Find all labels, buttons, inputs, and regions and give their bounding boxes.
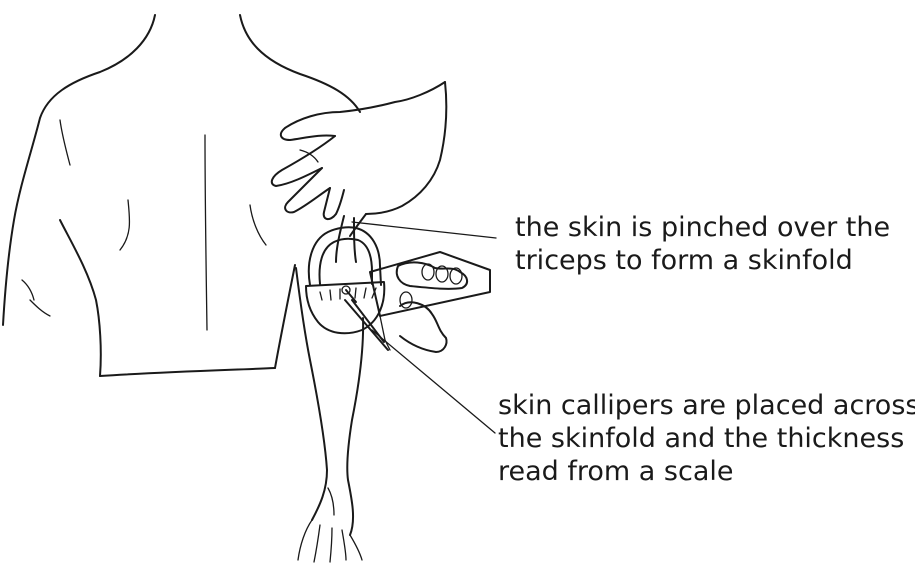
calliper-hand <box>397 262 467 352</box>
calliper-leader-line <box>372 330 495 433</box>
annotation-line: read from a scale <box>498 455 915 488</box>
annotation-line: the skin is pinched over the <box>515 211 890 244</box>
arm-outline <box>296 268 363 562</box>
annotation-line: the skinfold and the thickness <box>498 422 915 455</box>
pinching-hand <box>272 82 447 236</box>
skinfold-pinch-annotation: the skin is pinched over the triceps to … <box>515 211 890 277</box>
pinch-leader-line <box>352 222 496 238</box>
torso-outline <box>3 15 360 376</box>
annotation-line: skin callipers are placed across <box>498 389 915 422</box>
calliper-annotation: skin callipers are placed across the ski… <box>498 389 915 488</box>
annotation-line: triceps to form a skinfold <box>515 244 890 277</box>
